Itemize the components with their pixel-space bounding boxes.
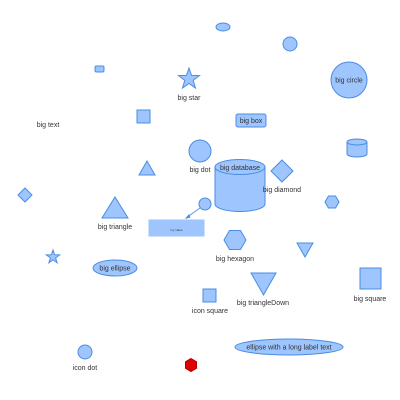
big-circle-node[interactable]: [330, 61, 368, 99]
small-circle-node[interactable]: [282, 36, 298, 52]
big-box-label: big box: [240, 118, 263, 125]
big-circle-label: big circle: [335, 78, 363, 85]
small-hexagon-node[interactable]: [324, 195, 340, 209]
small-dot-node[interactable]: [198, 197, 212, 211]
small-ellipse-node[interactable]: [215, 22, 231, 32]
big-triangle-down-label: big triangleDown: [237, 300, 289, 307]
big-ellipse-node[interactable]: [92, 259, 138, 277]
big-triangle-label: big triangle: [98, 224, 132, 231]
big-dot-label: big dot: [189, 167, 210, 174]
big-triangle-down-node[interactable]: [250, 272, 277, 297]
small-diamond-node[interactable]: [17, 187, 33, 203]
small-triangle-down-node[interactable]: [296, 242, 314, 259]
big-hexagon-node[interactable]: [223, 230, 247, 250]
big-text-label[interactable]: big text: [37, 122, 60, 129]
big-box-node[interactable]: [235, 113, 267, 128]
big-star-node[interactable]: [177, 66, 201, 90]
big-square-node[interactable]: [359, 267, 382, 290]
long-label-ellipse-label: ellipse with a long label text: [246, 345, 331, 352]
edge-label-box[interactable]: [148, 219, 205, 237]
big-database-node[interactable]: [214, 159, 266, 212]
small-triangle-node[interactable]: [138, 159, 156, 176]
big-diamond-label: big diamond: [263, 187, 301, 194]
small-square-node[interactable]: [136, 109, 151, 124]
small-database-node[interactable]: [346, 138, 368, 158]
big-diamond-node[interactable]: [270, 159, 294, 183]
small-box-node[interactable]: [94, 65, 105, 73]
red-hexagon-node[interactable]: [185, 357, 197, 373]
big-hexagon-label: big hexagon: [216, 256, 254, 263]
long-label-ellipse-node[interactable]: [234, 338, 344, 356]
icon-square-node[interactable]: [202, 288, 217, 303]
small-star-node[interactable]: [44, 248, 62, 264]
edge-label-text: my value: [170, 228, 182, 232]
icon-square-label: icon square: [192, 308, 228, 315]
big-dot-node[interactable]: [188, 139, 212, 163]
big-triangle-node[interactable]: [101, 196, 129, 219]
icon-dot-node[interactable]: [77, 344, 93, 360]
edge-arrowhead: [185, 214, 191, 219]
big-star-label: big star: [178, 95, 202, 102]
big-database-label: big database: [220, 165, 260, 172]
icon-dot-label: icon dot: [73, 365, 98, 372]
big-ellipse-label: big ellipse: [99, 266, 130, 273]
big-square-label: big square: [354, 296, 387, 303]
